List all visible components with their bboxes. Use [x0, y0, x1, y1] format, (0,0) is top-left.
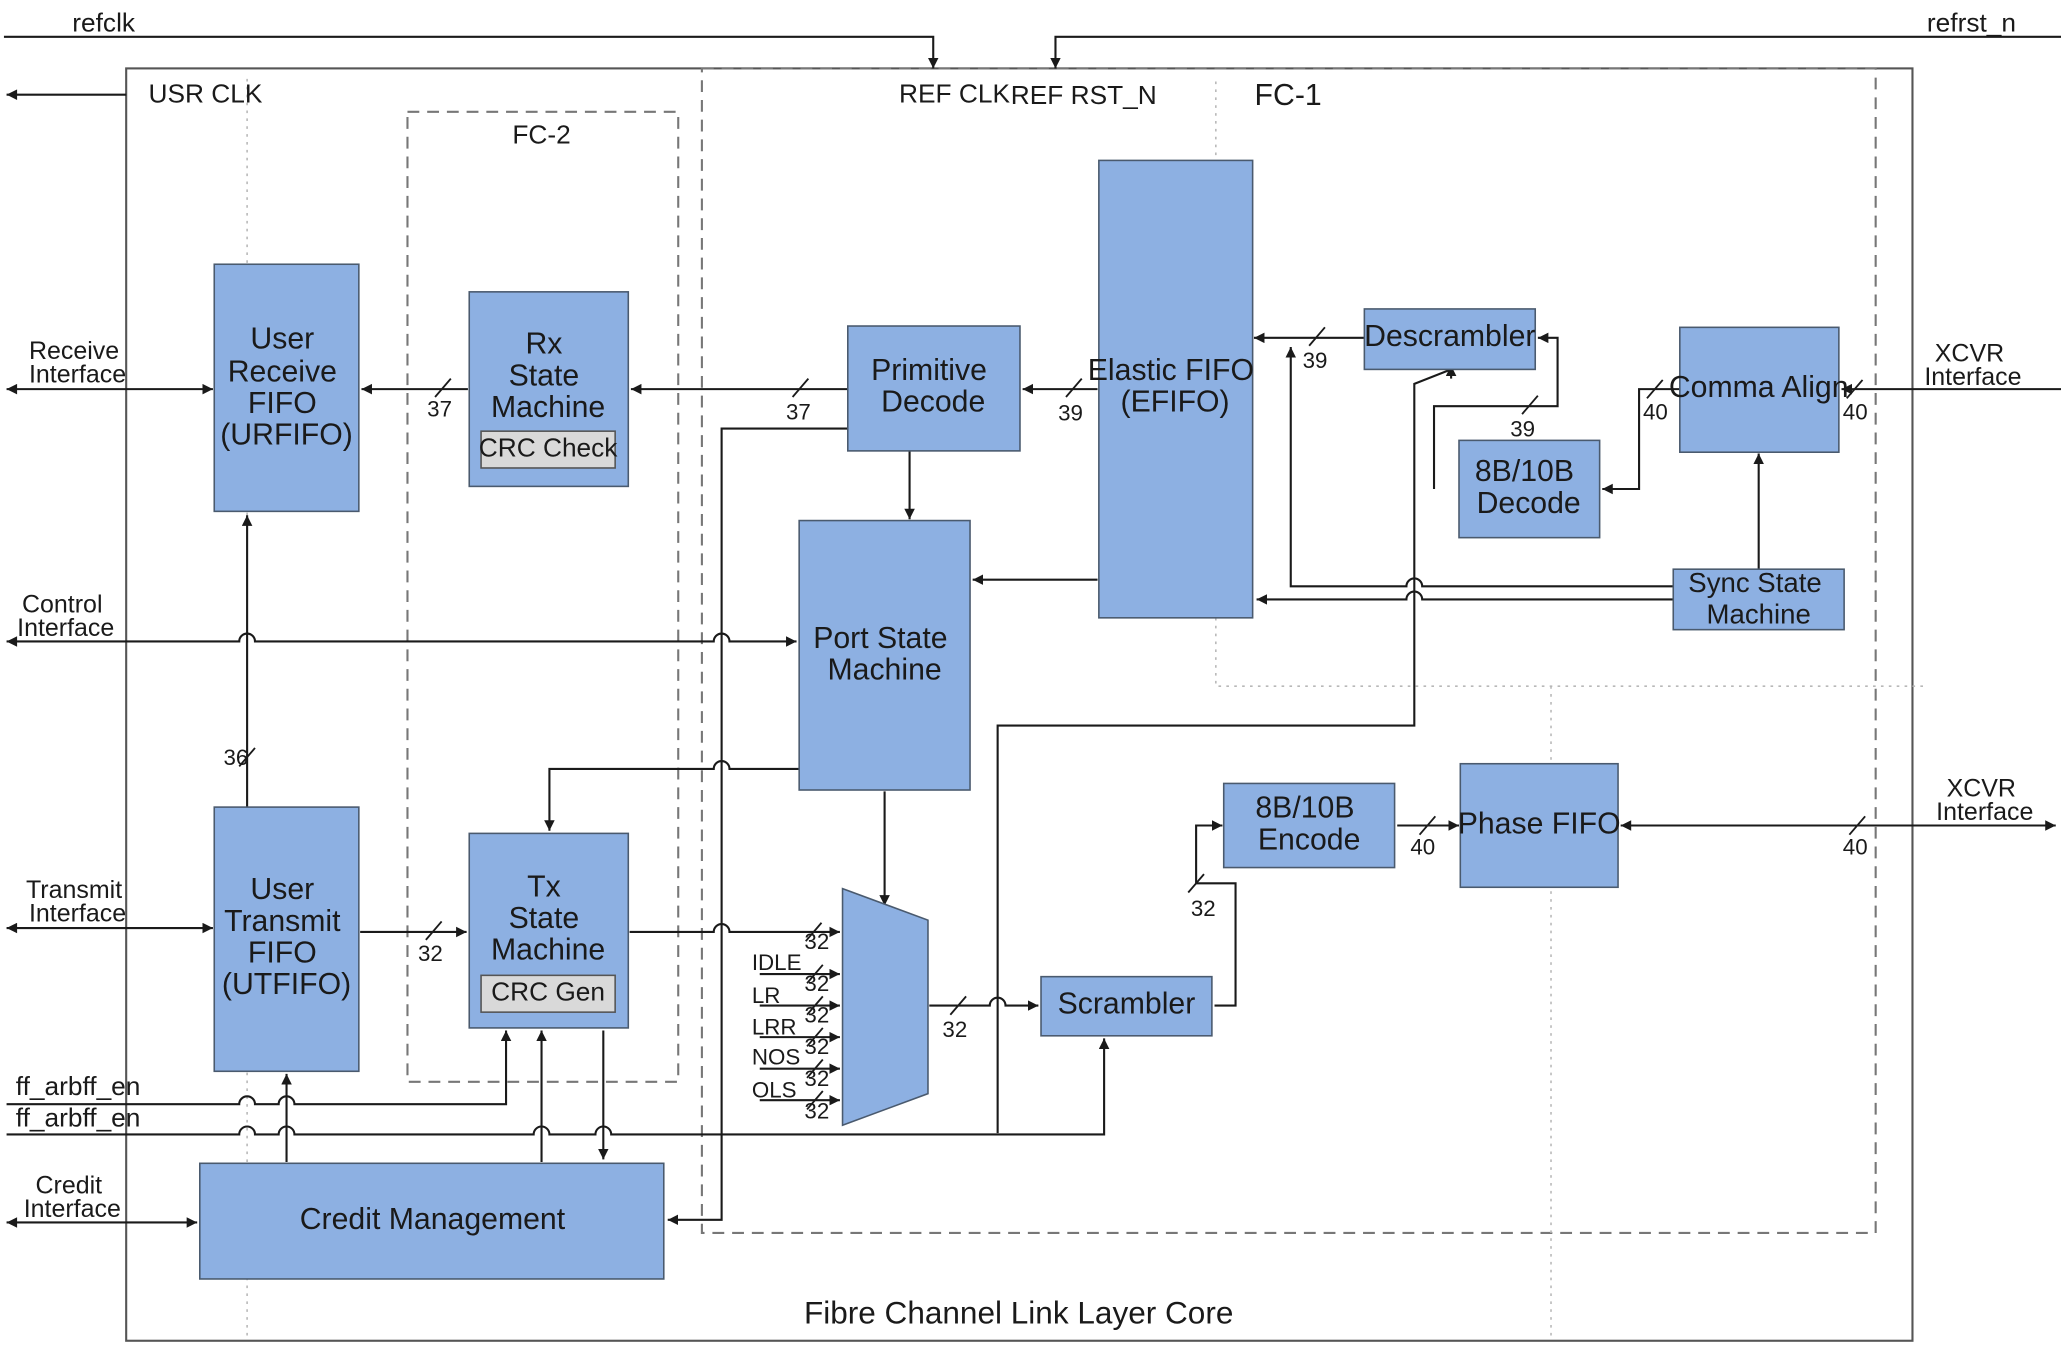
svg-text:32: 32 — [804, 929, 829, 954]
fc1-region — [700, 67, 1877, 1235]
refclk-line — [3, 35, 939, 69]
xcvr-tx-interface-label: XCVR Interface — [1936, 775, 2033, 827]
wires — [6, 332, 2061, 1228]
svg-text:37: 37 — [786, 399, 811, 424]
refclk-label: refclk — [72, 8, 136, 38]
bus-width-labels: 37 37 39 39 39 40 40 36 32 32 32 32 32 3… — [223, 348, 1867, 1124]
credit-interface-label: Credit Interface — [24, 1172, 121, 1224]
svg-text:40: 40 — [1843, 834, 1868, 859]
crc-gen-block — [480, 974, 616, 1013]
ff-arbff-en-label-2: ff_arbff_en — [16, 1103, 141, 1133]
svg-text:32: 32 — [942, 1017, 967, 1042]
crc-check-block — [480, 430, 616, 469]
refrst-n-label: refrst_n — [1927, 8, 2016, 38]
sync-state-machine-block: Sync State Machine — [1672, 567, 1845, 631]
ff-arbff-en-label-1: ff_arbff_en — [16, 1071, 141, 1101]
primitive-mux — [841, 887, 929, 1127]
control-interface-label: Control Interface — [17, 591, 114, 643]
xcvr-rx-interface-label: XCVR Interface — [1924, 340, 2021, 392]
svg-text:Descrambler: Descrambler — [1364, 320, 1535, 353]
svg-text:Elastic FIFO (EFIFO): Elastic FIFO (EFIFO) — [1088, 354, 1263, 419]
svg-text:32: 32 — [804, 1066, 829, 1091]
mux-input-labels: IDLE LR LRR NOS OLS — [752, 950, 802, 1102]
svg-text:8B/10B Encode: 8B/10B Encode — [1255, 792, 1363, 857]
urfifo-block: User Receive FIFO (URFIFO) — [213, 263, 360, 513]
credit-management-block: Credit Management — [199, 1162, 665, 1280]
svg-text:8B/10B Decode: 8B/10B Decode — [1475, 455, 1583, 520]
svg-text:36: 36 — [223, 745, 248, 770]
svg-text:40: 40 — [1843, 399, 1868, 424]
svg-text:39: 39 — [1510, 416, 1535, 441]
svg-text:Phase FIFO: Phase FIFO — [1458, 807, 1621, 840]
svg-text:CRC Check: CRC Check — [479, 433, 619, 463]
ref-rst-n-label: REF RST_N — [1011, 80, 1157, 110]
svg-text:32: 32 — [1191, 896, 1216, 921]
svg-text:User Receive FIFO: User Receive FIFO (URFIFO) — [220, 322, 353, 451]
descrambler-block: Descrambler — [1363, 308, 1537, 371]
encode-8b10b-block: 8B/10B Encode — [1222, 782, 1396, 869]
svg-text:32: 32 — [804, 971, 829, 996]
utfifo-block: User Transmit FIFO (UTFIFO) — [213, 806, 360, 1073]
svg-text:LRR: LRR — [752, 1014, 797, 1039]
svg-text:Sync State Machine: Sync State Machine — [1688, 567, 1829, 630]
svg-text:39: 39 — [1058, 401, 1083, 426]
svg-text:40: 40 — [1410, 834, 1435, 859]
primitive-decode-block: Primitive Decode — [847, 325, 1021, 452]
svg-text:OLS: OLS — [752, 1078, 797, 1103]
ref-clk-label: REF CLK — [899, 79, 1010, 109]
svg-text:Port State Machine: Port State Machine — [813, 622, 956, 687]
phase-fifo-block: Phase FIFO — [1458, 762, 1621, 889]
svg-text:NOS: NOS — [752, 1045, 800, 1070]
usr-clk-label: USR CLK — [149, 79, 263, 109]
port-state-machine-block: Port State Machine — [798, 519, 971, 791]
svg-text:32: 32 — [418, 941, 443, 966]
fc2-region — [406, 110, 680, 1083]
svg-text:39: 39 — [1303, 348, 1328, 373]
svg-text:CRC Gen: CRC Gen — [491, 977, 605, 1007]
svg-text:Tx State Machine: Tx State Machine — [491, 871, 605, 967]
svg-text:32: 32 — [804, 1003, 829, 1028]
bus-width-marks — [238, 326, 1866, 1111]
svg-text:User Transmit FIFO: User Transmit FIFO (UTFIFO) — [222, 873, 351, 1001]
comma-align-block: Comma Align — [1669, 326, 1849, 453]
svg-text:LR: LR — [752, 983, 781, 1008]
tx-state-machine-block: Tx State Machine CRC Gen — [468, 832, 630, 1029]
fc1-label: FC-1 — [1255, 79, 1322, 112]
scrambler-block: Scrambler — [1040, 975, 1213, 1037]
svg-text:32: 32 — [804, 1034, 829, 1059]
svg-text:Rx State Machine: Rx State Machine — [491, 328, 605, 424]
svg-text:Scrambler: Scrambler — [1058, 988, 1196, 1021]
fc2-label: FC-2 — [512, 119, 570, 149]
svg-text:Credit Management: Credit Management — [300, 1203, 566, 1236]
svg-text:40: 40 — [1643, 399, 1668, 424]
core-frame — [125, 67, 1914, 1342]
decode-8b10b-block: 8B/10B Decode — [1458, 439, 1601, 539]
svg-text:Primitive Decode: Primitive Decode — [871, 354, 995, 419]
receive-interface-label: Receive Interface — [29, 337, 126, 389]
svg-text:37: 37 — [427, 397, 452, 422]
svg-text:Comma Align: Comma Align — [1669, 371, 1849, 404]
svg-text:32: 32 — [804, 1099, 829, 1124]
refrst-n-line — [1050, 35, 2061, 69]
core-title: Fibre Channel Link Layer Core — [804, 1295, 1233, 1331]
rx-state-machine-block: Rx State Machine CRC Check — [468, 291, 630, 488]
elastic-fifo-block: Elastic FIFO (EFIFO) — [1088, 159, 1263, 619]
svg-text:IDLE: IDLE — [752, 950, 802, 975]
transmit-interface-label: Transmit Interface — [26, 876, 129, 928]
